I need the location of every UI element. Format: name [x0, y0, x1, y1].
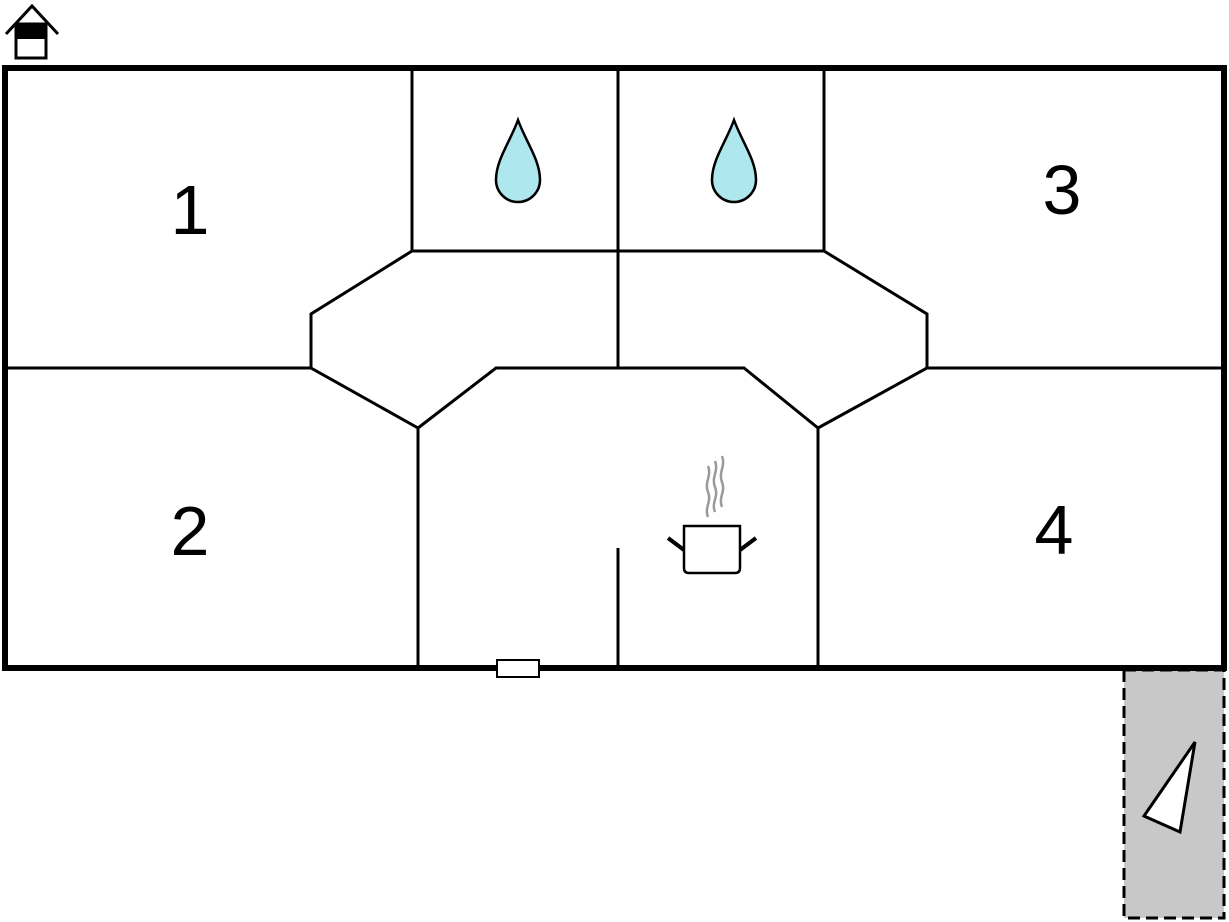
terrace-triangle-icon [1141, 741, 1197, 835]
cooking-pot-icon [666, 455, 758, 575]
house-floor-icon [4, 3, 60, 60]
room-label-2: 2 [171, 492, 210, 570]
room-label-4: 4 [1035, 491, 1074, 569]
interior-walls [6, 70, 1222, 666]
door-icon [496, 659, 540, 678]
room-label-1: 1 [171, 171, 210, 249]
outer-wall [2, 65, 1227, 671]
terrace-area [1122, 668, 1226, 920]
room-label-3: 3 [1043, 151, 1082, 229]
water-drop-icon [710, 116, 758, 204]
water-drop-icon [494, 116, 542, 204]
